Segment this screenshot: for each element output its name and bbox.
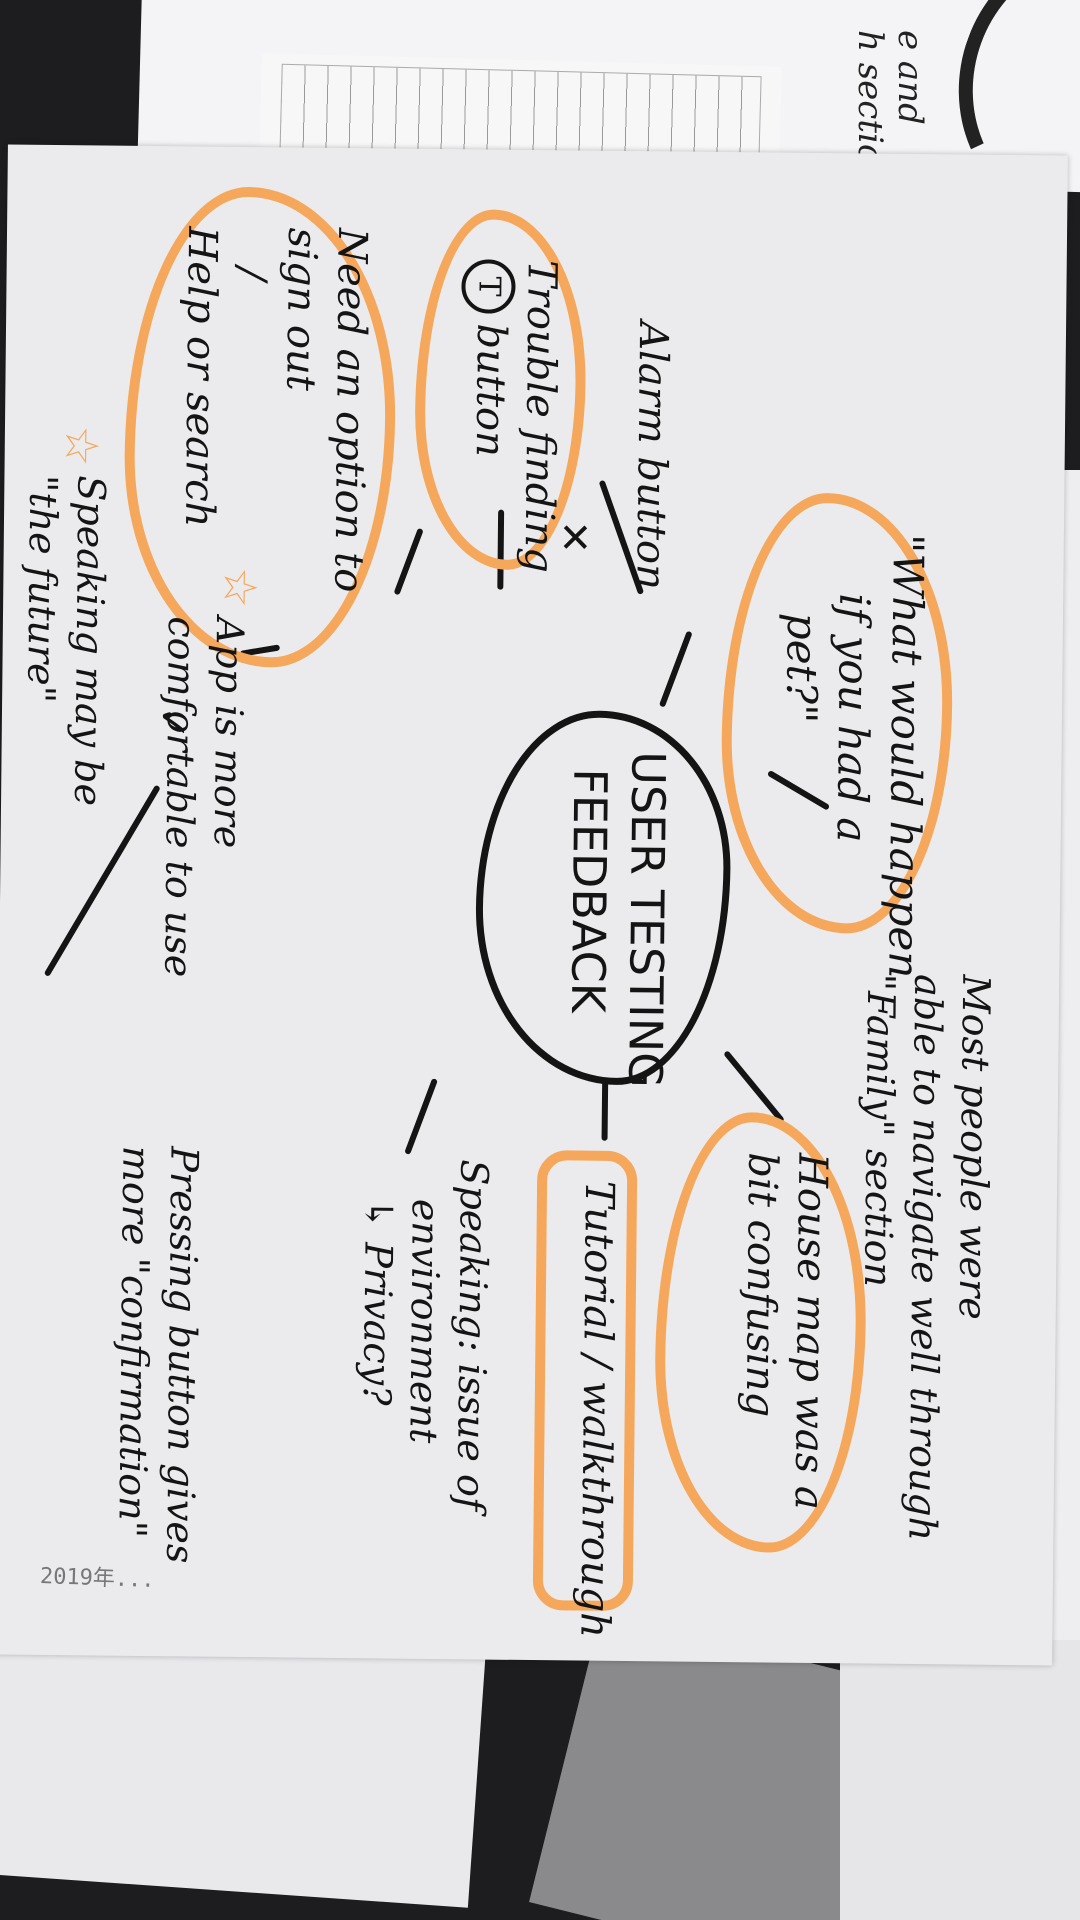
- spoke-pet: [658, 630, 693, 708]
- star-icon: ☆: [213, 566, 268, 609]
- note-trouble-line2-row: Tbutton: [458, 259, 516, 572]
- spoke-signout: [393, 527, 424, 596]
- note-speaking-future-line1: Speaking may be: [66, 475, 114, 807]
- note-housemap-line2: bit confusing: [736, 1152, 786, 1418]
- note-signout: Need an option to sign out / Help or sea…: [173, 226, 377, 592]
- note-pet: "What would happen if you had a pet?": [772, 533, 934, 979]
- note-speaking-future-line2: "the future": [19, 474, 66, 704]
- note-comfortable-line1: App is more: [205, 616, 252, 849]
- note-navigate-line2: able to navigate well through: [900, 973, 951, 1542]
- cross-mark-icon: ✕: [550, 520, 598, 555]
- note-speaking-future: Speaking may be "the future": [16, 475, 114, 807]
- note-pressing-line1: Pressing button gives: [158, 1146, 207, 1564]
- checkmark-icon: ✓: [148, 706, 196, 740]
- note-signout-line1: Need an option to: [325, 227, 376, 593]
- note-speaking-issue-line2: environment: [401, 1198, 449, 1444]
- note-comfortable-line2: comfortable to use: [156, 616, 205, 978]
- note-navigate-line1: Most people were: [950, 974, 999, 1320]
- note-pet-line1: "What would happen: [879, 533, 933, 979]
- note-pet-line2: if you had a: [828, 593, 880, 843]
- center-cloud-line2: FEEDBACK: [561, 768, 618, 1014]
- spoke-speaking-future: [43, 784, 161, 977]
- note-navigate: Most people were able to navigate well t…: [851, 973, 999, 1541]
- note-housemap-line1: House map was a: [785, 1152, 836, 1511]
- note-comfortable: App is more comfortable to use: [154, 616, 253, 978]
- note-speaking-issue-line3: ↳ Privacy?: [354, 1198, 401, 1406]
- circle-t-icon: T: [461, 259, 516, 314]
- note-signout-line4: Help or search: [175, 226, 226, 528]
- background-sheet-bottom-right: [840, 1640, 1080, 1920]
- center-cloud-line1: USER TESTING: [618, 750, 676, 1089]
- note-trouble-line2: button: [466, 323, 515, 458]
- star-icon: ☆: [54, 424, 109, 467]
- feedback-poster: USER TESTING FEEDBACK Alarm button Troub…: [0, 144, 1068, 1666]
- note-signout-line3: /: [228, 266, 275, 281]
- note-pressing: Pressing button gives more "confirmation…: [108, 1146, 207, 1564]
- note-signout-line2: sign out: [277, 227, 326, 392]
- poster-canvas: USER TESTING FEEDBACK Alarm button Troub…: [0, 144, 1068, 1655]
- note-pressing-line2: more "confirmation": [110, 1145, 159, 1539]
- spoke-tutorial: [601, 1080, 609, 1141]
- note-pet-line3: pet?": [776, 612, 828, 724]
- note-tutorial: Tutorial / walkthrough: [571, 1180, 623, 1639]
- note-housemap: House map was a bit confusing: [734, 1152, 838, 1510]
- spoke-speaking-issue: [404, 1077, 438, 1155]
- note-alarm: Alarm button: [627, 321, 677, 591]
- note-speaking-issue: Speaking: issue of environment ↳ Privacy…: [351, 1158, 497, 1511]
- center-cloud-text: USER TESTING FEEDBACK: [559, 750, 677, 1089]
- footer-scribble: 2019年...: [39, 1564, 156, 1593]
- note-speaking-issue-line1: Speaking: issue of: [448, 1159, 497, 1512]
